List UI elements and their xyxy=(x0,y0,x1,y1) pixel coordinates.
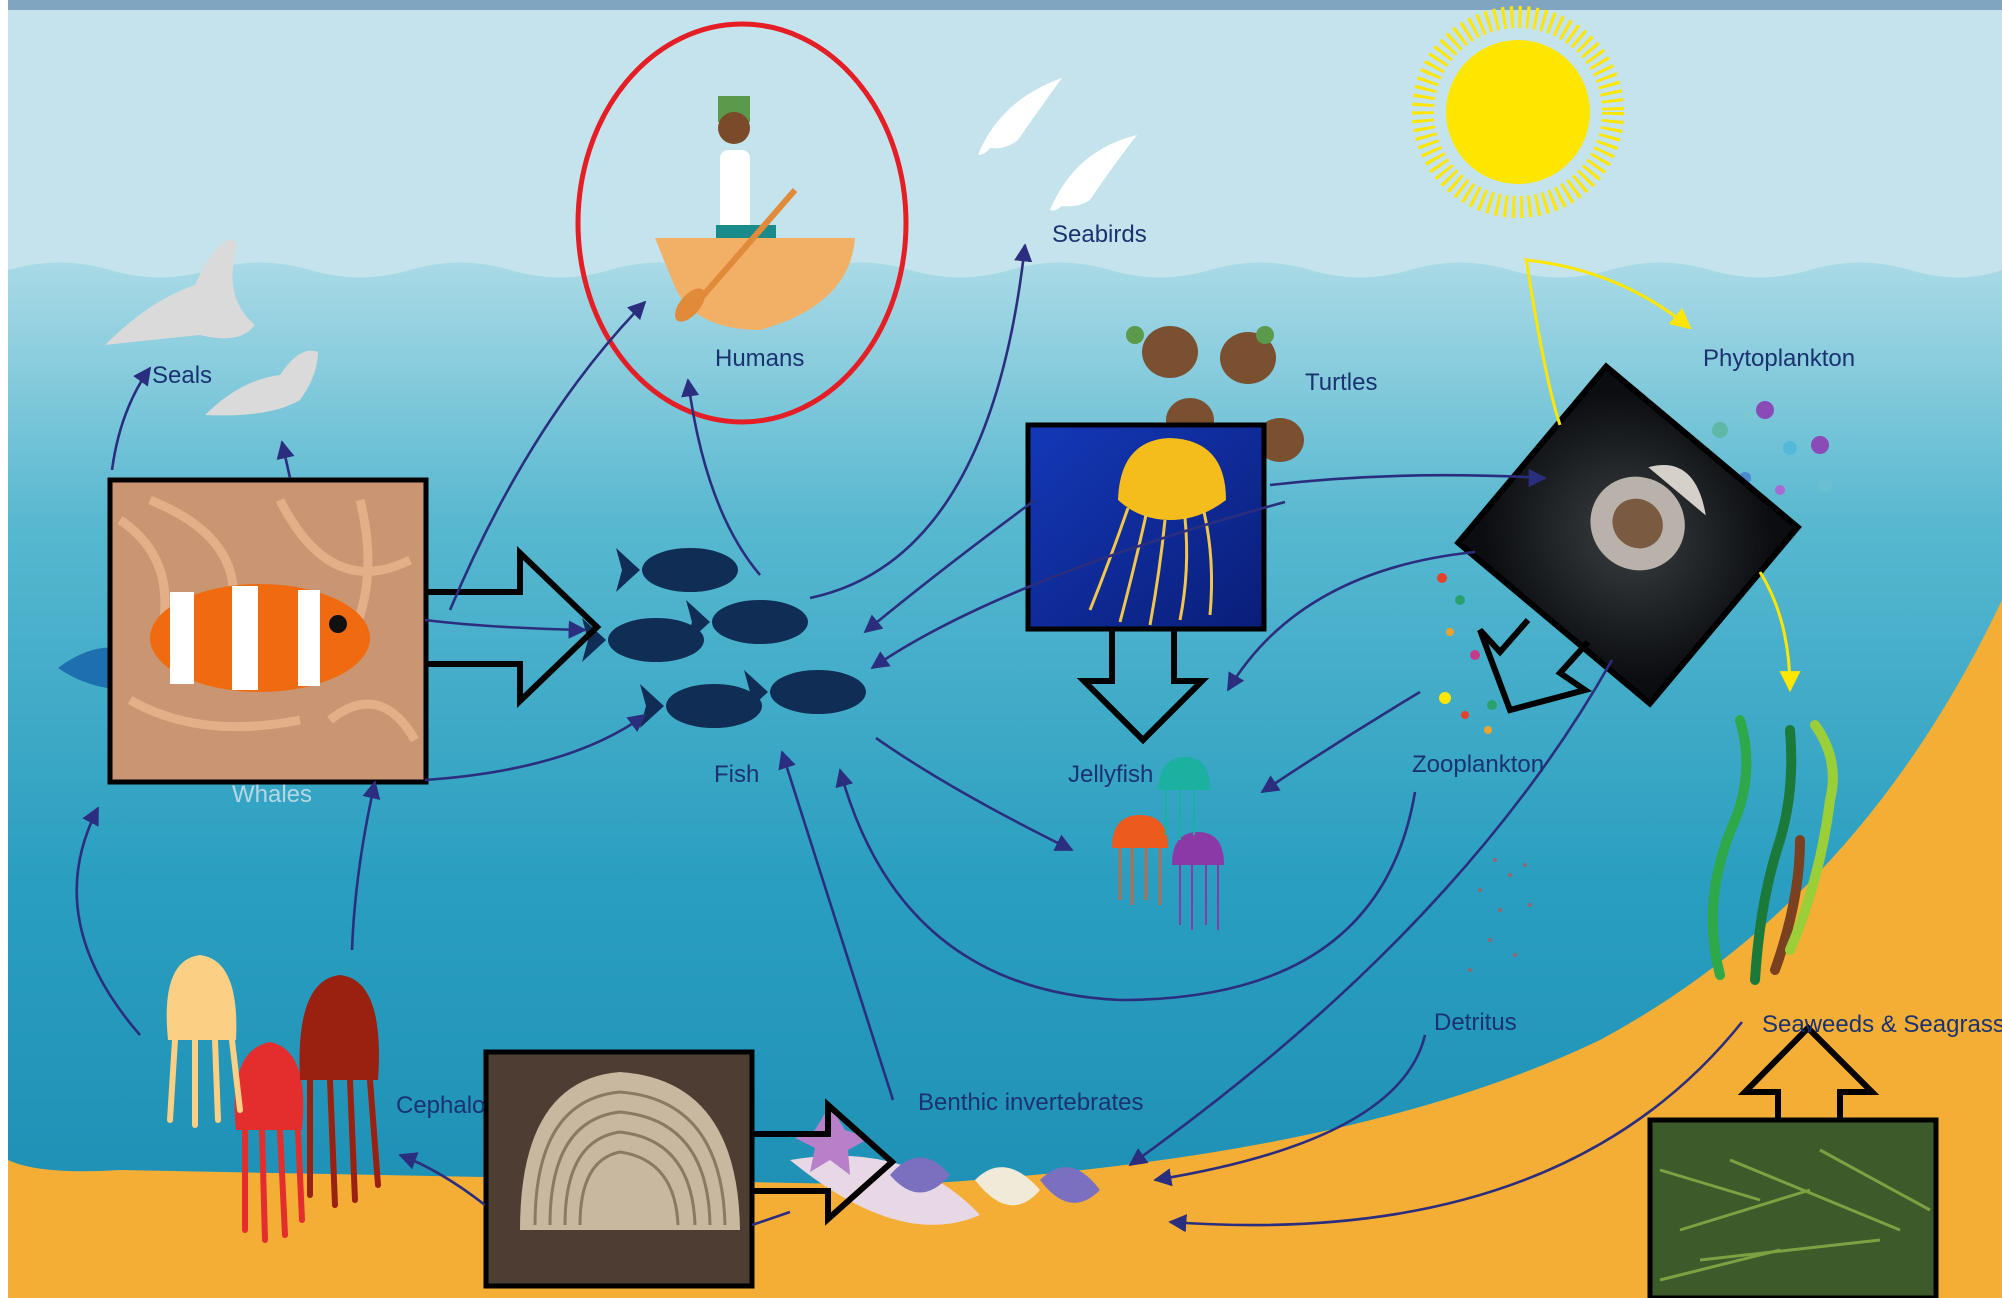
label-detritus: Detritus xyxy=(1434,1009,1517,1036)
label-whales: Whales xyxy=(232,781,312,808)
jellyfish-photo xyxy=(1028,425,1264,629)
label-jellyfish: Jellyfish xyxy=(1068,761,1153,788)
top-bar xyxy=(0,0,2002,10)
label-seabirds: Seabirds xyxy=(1052,221,1147,248)
clam-photo xyxy=(486,1052,752,1286)
label-turtles: Turtles xyxy=(1305,369,1377,396)
label-seals: Seals xyxy=(152,362,212,389)
label-benthic: Benthic invertebrates xyxy=(918,1089,1143,1116)
label-humans: Humans xyxy=(715,345,804,372)
clownfish-photo xyxy=(110,480,426,782)
seagrass-photo xyxy=(1650,1120,1936,1298)
label-seaweeds: Seaweeds & Seagrasses xyxy=(1762,1011,2002,1038)
label-fish: Fish xyxy=(714,761,759,788)
label-phytoplankton: Phytoplankton xyxy=(1703,345,1855,372)
left-border xyxy=(0,0,8,1298)
label-zooplankton: Zooplankton xyxy=(1412,751,1544,778)
